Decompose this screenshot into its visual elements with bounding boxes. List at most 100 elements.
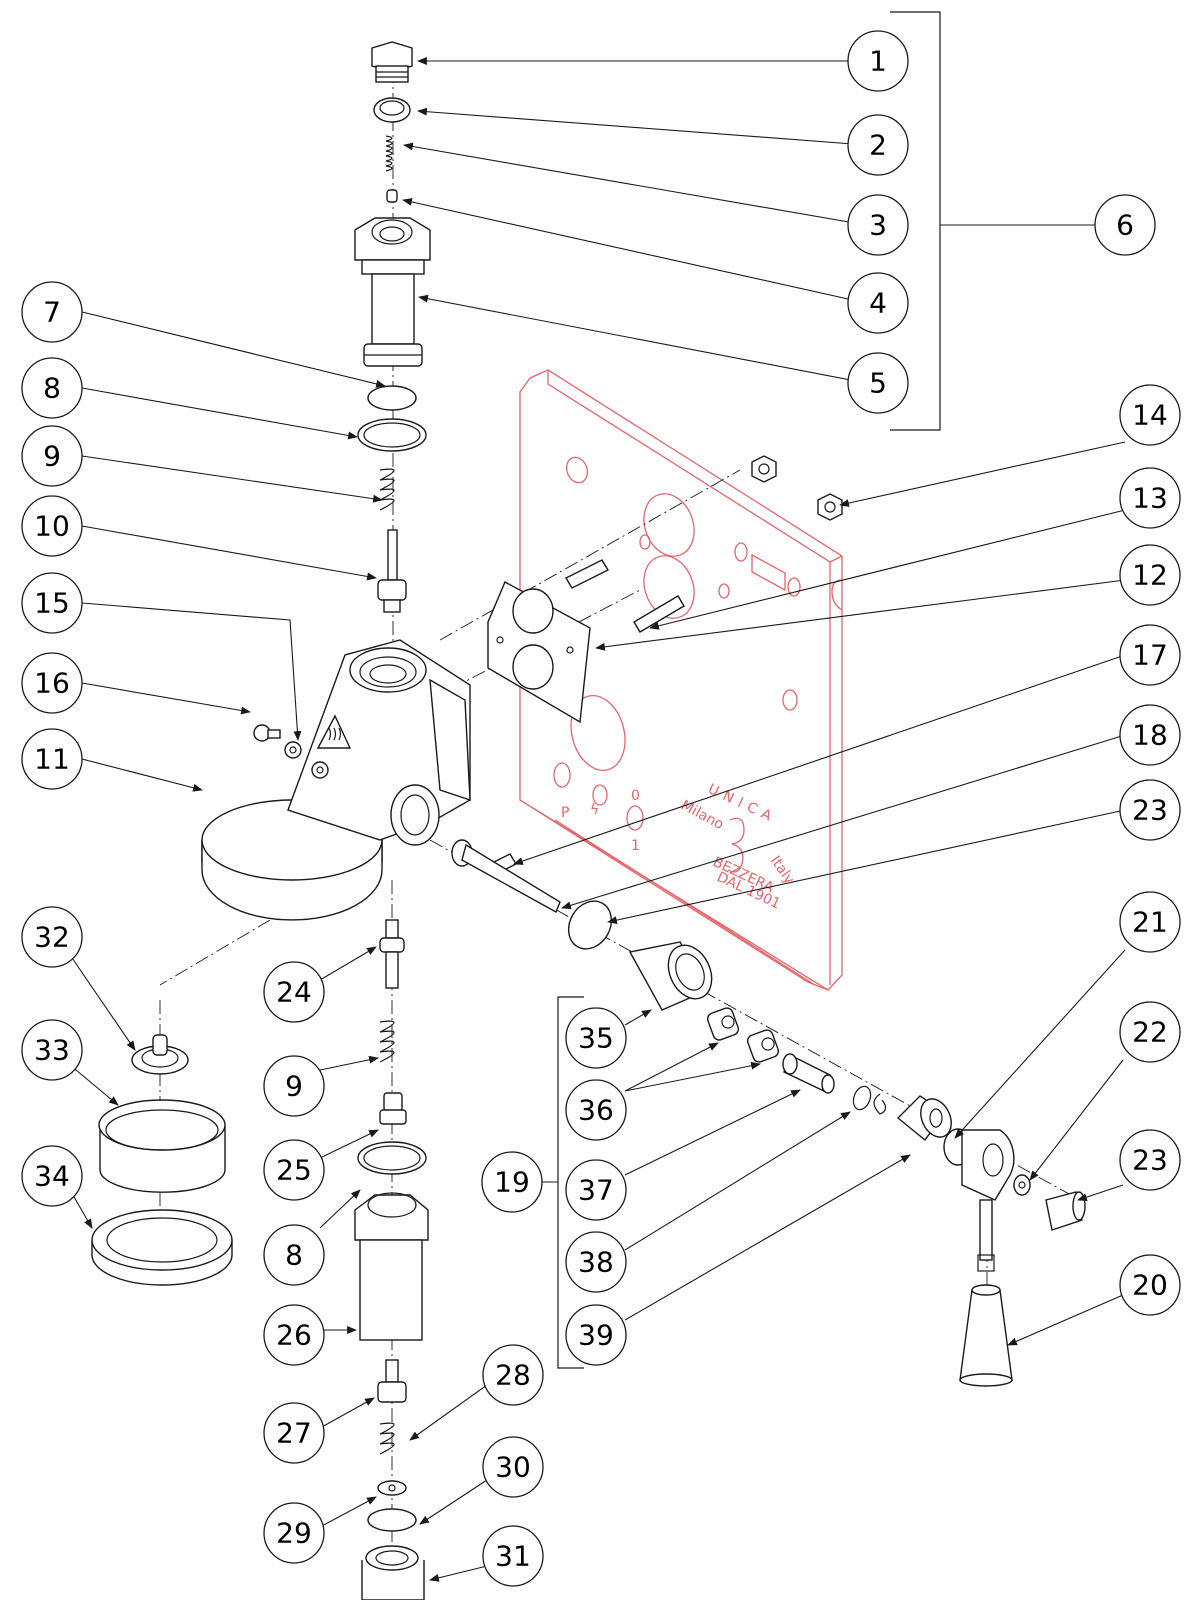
part-26-valve-seat bbox=[354, 1192, 429, 1341]
callout-circle bbox=[263, 1402, 325, 1464]
callout-9: 9 bbox=[21, 425, 83, 487]
callout-number: 6 bbox=[1116, 209, 1134, 242]
callout-8: 8 bbox=[21, 357, 83, 419]
callout-number: 25 bbox=[276, 1154, 312, 1187]
callout-number: 8 bbox=[43, 372, 61, 405]
callout-31: 31 bbox=[482, 1525, 544, 1587]
panel-switch-p: P bbox=[561, 805, 569, 821]
part-18-pin bbox=[451, 839, 561, 913]
callout-circle bbox=[21, 906, 83, 968]
part-10-stem bbox=[377, 529, 407, 613]
part-9-lower-spring bbox=[379, 1020, 395, 1063]
callout-14: 14 bbox=[1119, 384, 1181, 446]
callout-9: 9 bbox=[263, 1055, 325, 1117]
callout-circle bbox=[481, 1151, 543, 1213]
callout-circle bbox=[1119, 467, 1181, 529]
callout-number: 28 bbox=[495, 1359, 531, 1392]
callout-number: 10 bbox=[34, 510, 70, 543]
part-23-end-cap bbox=[1045, 1191, 1086, 1231]
callout-circle bbox=[21, 281, 83, 343]
callout-circle bbox=[1119, 544, 1181, 606]
callout-number: 23 bbox=[1132, 794, 1168, 827]
callout-6: 6 bbox=[1094, 194, 1156, 256]
callout-circle bbox=[565, 1304, 627, 1366]
callout-circle bbox=[1119, 779, 1181, 841]
callout-number: 30 bbox=[495, 1451, 531, 1484]
callout-number: 9 bbox=[285, 1070, 303, 1103]
callout-circle bbox=[482, 1436, 544, 1498]
callout-number: 21 bbox=[1132, 906, 1168, 939]
part-23-o-ring bbox=[567, 900, 613, 950]
callout-15: 15 bbox=[21, 572, 83, 634]
callout-circle bbox=[847, 114, 909, 176]
part-11-group-head-body bbox=[201, 639, 471, 921]
callout-circle bbox=[482, 1525, 544, 1587]
callout-number: 1 bbox=[869, 45, 887, 78]
callout-26: 26 bbox=[263, 1304, 325, 1366]
callout-33: 33 bbox=[21, 1019, 83, 1081]
callout-circle bbox=[263, 1502, 325, 1564]
callout-number: 24 bbox=[276, 976, 312, 1009]
group-bracket-6 bbox=[890, 11, 1095, 431]
callout-number: 31 bbox=[495, 1540, 531, 1573]
callout-number: 15 bbox=[34, 587, 70, 620]
callout-number: 29 bbox=[276, 1517, 312, 1550]
callout-number: 34 bbox=[34, 1160, 70, 1193]
part-20-knob bbox=[959, 1284, 1013, 1387]
callout-number: 32 bbox=[34, 921, 70, 954]
callout-22: 22 bbox=[1119, 1001, 1181, 1063]
part-7-o-ring bbox=[367, 385, 417, 411]
part-27-plunger bbox=[377, 1359, 407, 1403]
callout-circle bbox=[21, 1145, 83, 1207]
callout-circle bbox=[847, 352, 909, 414]
callout-30: 30 bbox=[482, 1436, 544, 1498]
callout-38: 38 bbox=[565, 1231, 627, 1293]
callout-circle bbox=[21, 1019, 83, 1081]
callout-25: 25 bbox=[263, 1139, 325, 1201]
callout-number: 39 bbox=[578, 1319, 614, 1352]
callout-8: 8 bbox=[263, 1224, 325, 1286]
callout-number: 12 bbox=[1132, 559, 1168, 592]
callout-circle bbox=[263, 1304, 325, 1366]
callout-27: 27 bbox=[263, 1402, 325, 1464]
callout-35: 35 bbox=[565, 1007, 627, 1069]
part-2-washer bbox=[373, 97, 411, 123]
part-16-screw bbox=[253, 724, 281, 742]
callout-number: 33 bbox=[34, 1034, 70, 1067]
callout-circle bbox=[565, 1007, 627, 1069]
callout-circle bbox=[847, 30, 909, 92]
callout-3: 3 bbox=[847, 194, 909, 256]
callout-circle bbox=[21, 357, 83, 419]
panel-switch-1: 1 bbox=[631, 838, 640, 854]
callout-circle bbox=[1094, 194, 1156, 256]
leader-lines bbox=[69, 57, 1126, 1582]
part-15-washer bbox=[284, 741, 302, 759]
part-34-group-gasket bbox=[91, 1209, 233, 1286]
callout-18: 18 bbox=[1119, 704, 1181, 766]
callout-number: 9 bbox=[43, 440, 61, 473]
part-14-nuts bbox=[751, 455, 843, 521]
part-4-pin bbox=[386, 189, 398, 203]
part-21-steam-arm-joint bbox=[943, 1128, 1015, 1272]
callout-number: 23 bbox=[1132, 1144, 1168, 1177]
callout-17: 17 bbox=[1119, 624, 1181, 686]
callout-bubbles: 1234567891011121314151617182321222320323… bbox=[21, 30, 1181, 1587]
callout-circle bbox=[1119, 891, 1181, 953]
part-24-valve-pin bbox=[379, 919, 405, 989]
callout-23: 23 bbox=[1119, 1129, 1181, 1191]
callout-5: 5 bbox=[847, 352, 909, 414]
callout-10: 10 bbox=[21, 495, 83, 557]
part-36-bushings bbox=[706, 1007, 780, 1063]
callout-11: 11 bbox=[21, 728, 83, 790]
callout-23: 23 bbox=[1119, 779, 1181, 841]
callout-circle bbox=[21, 495, 83, 557]
panel-lightning-glyph: ϟ bbox=[590, 802, 599, 818]
callout-32: 32 bbox=[21, 906, 83, 968]
callout-37: 37 bbox=[565, 1159, 627, 1221]
callout-39: 39 bbox=[565, 1304, 627, 1366]
part-28-spring bbox=[379, 1422, 395, 1455]
part-30-o-ring bbox=[367, 1508, 417, 1532]
callout-number: 7 bbox=[43, 296, 61, 329]
